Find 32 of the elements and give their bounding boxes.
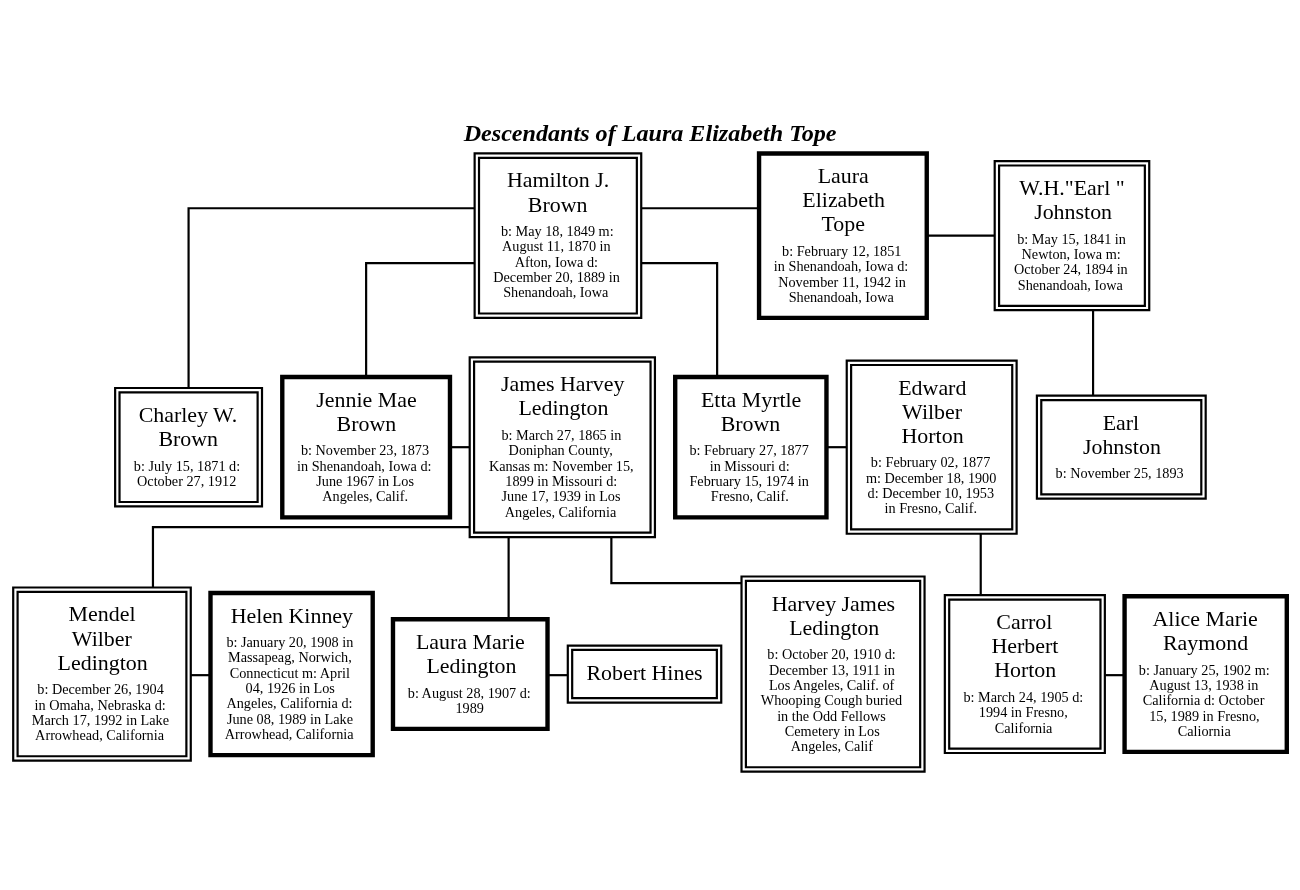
- node-box: Edward Wilber Horton b: February 02, 1877 m: December 18, 1900 d: December 10, 1953 in Fresno, Calif.: [845, 359, 1018, 535]
- node-box: Hamilton J. Brown b: May 18, 1849 m: August 11, 1870 in Afton, Iowa d: December 20, 1889 in Shenandoah, Iowa: [473, 152, 643, 319]
- node-box: Helen Kinney b: January 20, 1908 in Massapeag, Norwich, Connecticut m: April 04, 1926 in Los Angeles, California d: June 08, 1989 in Lake Arrowhead, California: [208, 590, 375, 758]
- connector: [450, 446, 470, 449]
- node-box: Laura Marie Ledington b: August 28, 1907 d: 1989: [390, 617, 550, 732]
- node-box: Alice Marie Raymond b: January 25, 1902 m: August 13, 1938 in California d: October 15, 1989 in Fresno, Caliornia: [1122, 594, 1289, 755]
- node-box: Harvey James Ledington b: October 20, 1910 d: December 13, 1911 in Los Angeles, Calif. of Whooping Cough buried in the Odd Fellows Cemetery in Los Angeles, Calif: [740, 575, 926, 773]
- node-box: Laura Elizabeth Tope b: February 12, 1851 in Shenandoah, Iowa d: November 11, 1942 in Shenandoah, Iowa: [756, 151, 929, 321]
- connector: [641, 261, 719, 377]
- node-box: James Harvey Ledington b: March 27, 1865 in Doniphan County, Kansas m: November 15, 1899 in Missouri d: June 17, 1939 in Los Angeles, California: [468, 356, 657, 539]
- connector: [826, 446, 847, 449]
- connector: [547, 674, 568, 677]
- node-box: Carrol Herbert Horton b: March 24, 1905 d: 1994 in Fresno, California: [943, 594, 1106, 755]
- connector: [151, 526, 470, 588]
- connector: [1105, 674, 1125, 677]
- connector: [507, 537, 510, 620]
- diagram-title: Descendants of Laura Elizabeth Tope: [463, 119, 837, 146]
- node-box: Charley W. Brown b: July 15, 1871 d: October 27, 1912: [114, 386, 264, 508]
- node-box: Earl Johnston b: November 25, 1893: [1035, 394, 1207, 500]
- connector: [1091, 310, 1095, 396]
- connector: [926, 234, 995, 237]
- connector: [641, 207, 759, 210]
- node-box: Robert Hines: [566, 644, 723, 704]
- connector: [979, 533, 982, 595]
- connector: [187, 207, 475, 388]
- connector: [610, 537, 742, 585]
- node-box: Jennie Mae Brown b: November 23, 1873 in Shenandoah, Iowa d: June 1967 in Los Angeles, Calif.: [280, 374, 453, 520]
- connector: [190, 674, 211, 677]
- node-box: W.H."Earl " Johnston b: May 15, 1841 in Newton, Iowa m: October 24, 1894 in Shenandoah, Iowa: [993, 160, 1151, 312]
- node-box: Mendel Wilber Ledington b: December 26, 1904 in Omaha, Nebraska d: March 17, 1992 in Lake Arrowhead, California: [12, 586, 192, 762]
- connector: [365, 261, 475, 377]
- node-box: Etta Myrtle Brown b: February 27, 1877 in Missouri d: February 15, 1974 in Fresno, Calif.: [673, 374, 829, 520]
